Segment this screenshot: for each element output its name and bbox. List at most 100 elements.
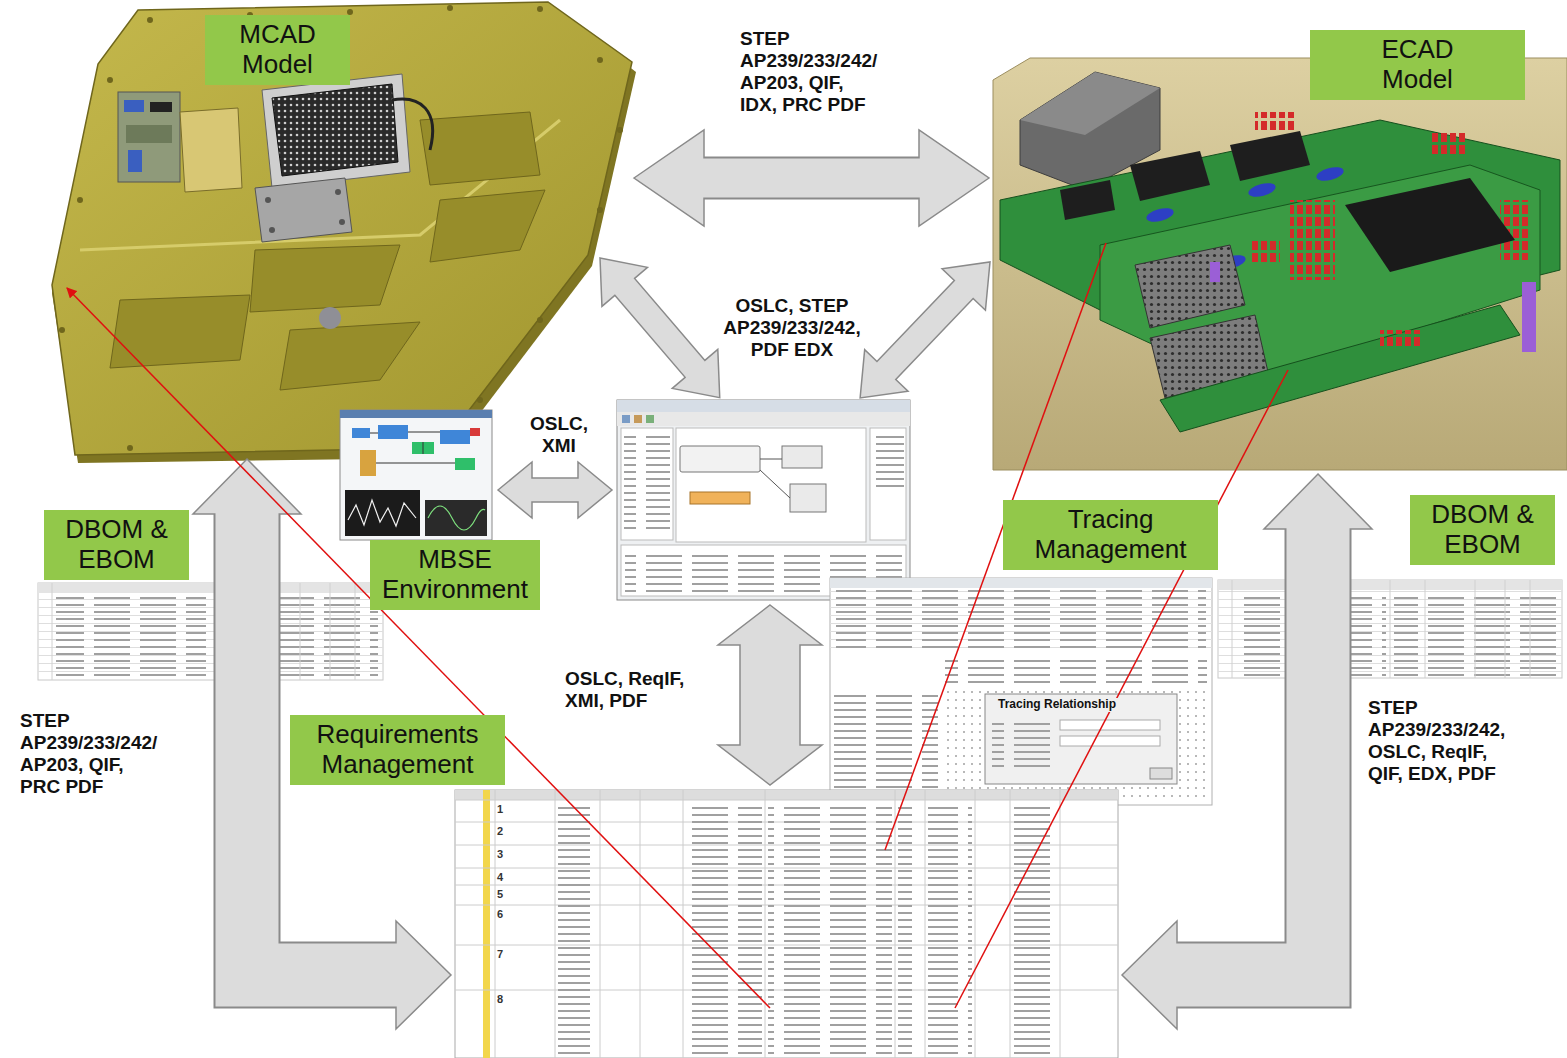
exchange-arrow [718, 605, 822, 785]
ecad-assembly [1020, 72, 1160, 190]
exchange-arrow [577, 238, 742, 417]
requirements-sheet [928, 802, 972, 1056]
format-label: STEP AP239/233/242/ AP203, QIF, IDX, PRC… [740, 28, 885, 115]
mounted-components [180, 108, 242, 192]
ecad-assembly [1150, 315, 1268, 398]
bom-sheet [38, 580, 1562, 680]
modeling-tool-screenshot [760, 459, 790, 498]
mbse-screenshot [345, 490, 420, 536]
screw-hole [59, 327, 65, 333]
ecad-assembly [1130, 151, 1210, 201]
screw-hole [107, 77, 113, 83]
mcad-plate [280, 322, 420, 390]
tracing-screenshot [834, 690, 938, 800]
mbse-screenshot [470, 428, 480, 436]
format-label: STEP AP239/233/242/ AP203, QIF, PRC PDF [20, 710, 165, 797]
modeling-tool-screenshot [782, 446, 822, 468]
trace-link [67, 288, 770, 1008]
tracing-screenshot [830, 578, 1212, 805]
arrow-shaft [704, 157, 919, 200]
mounted-components [272, 84, 398, 176]
ecad-assembly [1522, 282, 1536, 352]
exchange-arrow [498, 238, 1012, 785]
row-number: 1 [497, 803, 513, 816]
requirements-sheet [558, 802, 596, 1056]
requirements-sheet [768, 802, 892, 1056]
requirements-sheet [495, 790, 1060, 1058]
format-label: OSLC, STEP AP239/233/242, PDF EDX [722, 295, 862, 361]
ecad-assembly [1145, 206, 1175, 225]
screw-hole [617, 127, 623, 133]
mbse-screenshot [360, 450, 376, 476]
format-label: STEP AP239/233/242, OSLC, ReqIF, QIF, ED… [1368, 697, 1513, 784]
bom-spreadsheet: DBOM & EBOM [1218, 580, 1562, 678]
bom-sheet [1218, 590, 1562, 678]
mcad-plate [420, 112, 540, 185]
mounted-components [128, 150, 142, 172]
modeling-tool-screenshot [690, 492, 750, 504]
tracing-screenshot [985, 694, 1177, 784]
dialog-title: Tracing Relationship [998, 698, 1128, 712]
ecad-assembly [1430, 132, 1466, 156]
row-number: 5 [497, 888, 513, 901]
arrow-shaft [1174, 526, 1318, 975]
mbse-screenshot [352, 428, 370, 438]
exchange-arrow [498, 462, 612, 518]
ecad-assembly [1230, 131, 1310, 181]
bom-sheet [38, 593, 383, 679]
mcad-plate [110, 295, 250, 368]
modeling-tool-screenshot [680, 446, 760, 472]
screw-hole [537, 6, 543, 12]
mounted-components [392, 99, 433, 150]
format-label: OSLC, XMI [526, 413, 592, 457]
modeling-tool-screenshot [634, 415, 642, 423]
ecad-assembly [1000, 120, 1560, 360]
arrow-head [1122, 921, 1177, 1029]
mounted-components [265, 197, 271, 203]
mounted-components [118, 74, 433, 242]
modeling-tool-screenshot [624, 432, 670, 532]
mcad-plate [52, 2, 632, 455]
ecad-assembly [1160, 305, 1520, 432]
requirements-sheet [455, 790, 1118, 1058]
screw-hole [59, 5, 623, 451]
mounted-components [269, 227, 275, 233]
arrow-head [634, 130, 704, 226]
mcad-model-panel: MCAD Model [0, 0, 630, 455]
row-number: 2 [497, 825, 513, 838]
modeling-tool-screenshot [617, 412, 910, 426]
requirements-sheet [455, 790, 1118, 800]
mcad-plate [52, 2, 636, 463]
requirements-sheet [455, 790, 1118, 1058]
bom-sheet [1218, 580, 1562, 590]
exchange-arrow [634, 130, 989, 226]
modeling-tool-screenshot [617, 400, 910, 600]
mounted-components [255, 178, 352, 242]
screw-hole [537, 317, 543, 323]
modeling-tool-screenshot [621, 545, 906, 596]
mbse-screenshot [370, 432, 455, 463]
mbse-environment-panel: MBSE Environment [340, 410, 492, 540]
arrow-head [919, 130, 989, 226]
modeling-tool-screenshot [790, 484, 826, 512]
mbse-screenshot [412, 442, 434, 454]
ecad-model-panel: ECAD Model [993, 58, 1567, 470]
screw-hole [597, 207, 603, 213]
mounted-components [126, 125, 172, 143]
ecad-assembly [993, 58, 1567, 470]
mbse-screenshot [425, 500, 487, 536]
requirements-sheet [898, 802, 922, 1056]
mbse-screenshot [428, 506, 485, 530]
ecad-assembly [1255, 112, 1295, 132]
modeling-tool-screenshot [646, 415, 654, 423]
mcad-plate [80, 120, 560, 250]
exchange-arrow [838, 241, 1011, 418]
ecad-assembly [1500, 200, 1530, 260]
requirements-sheet [686, 802, 762, 1056]
bom-sheet [56, 595, 206, 677]
ecad-assembly [1060, 180, 1115, 220]
row-number: 3 [497, 848, 513, 861]
mcad-plate [250, 245, 400, 312]
ecad-assembly [1247, 181, 1277, 200]
